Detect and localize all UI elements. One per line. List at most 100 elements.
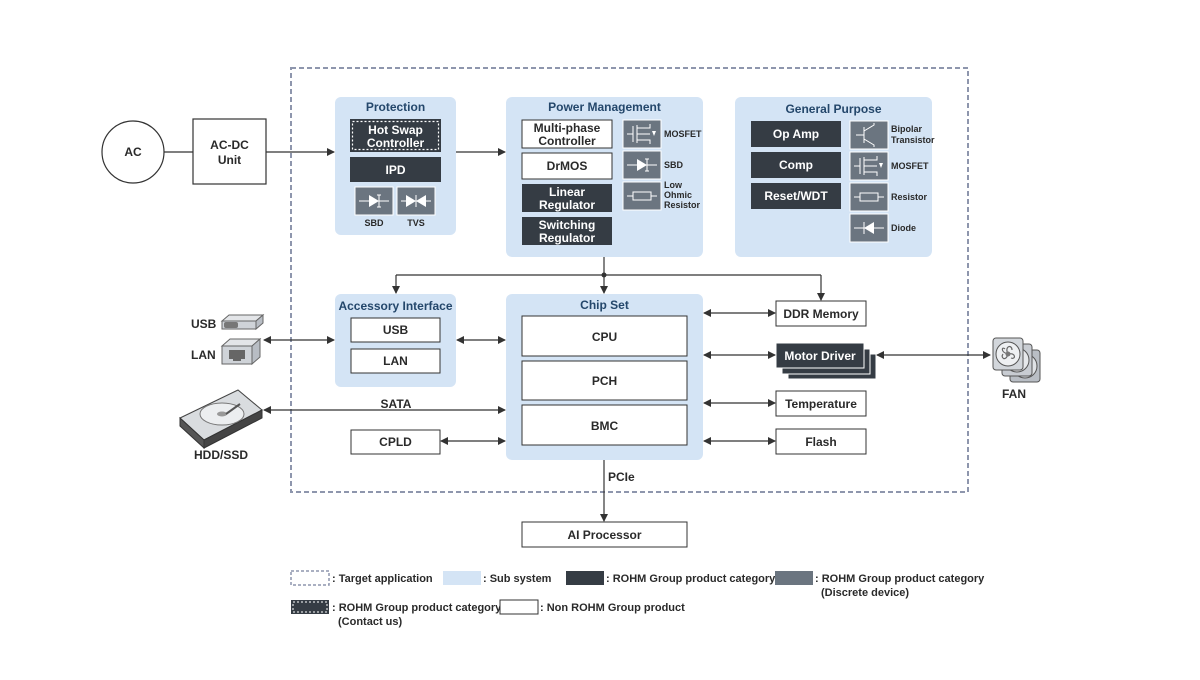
- reset-wdt-label: Reset/WDT: [764, 189, 828, 203]
- sbd-symbol-protection: [354, 186, 394, 216]
- low-ohmic-caption-line1: Low: [664, 180, 683, 190]
- legend-sub-swatch: [443, 571, 481, 585]
- mosfet-symbol-general: [849, 151, 889, 181]
- ai-processor-box: [521, 521, 688, 548]
- tvs-caption: TVS: [407, 218, 425, 228]
- acdc-label-line2: Unit: [218, 153, 241, 167]
- fan-label: FAN: [1002, 387, 1026, 401]
- ai-processor-label: AI Processor: [567, 528, 641, 542]
- op-amp-box: [751, 121, 841, 147]
- target-application-frame: [290, 67, 969, 493]
- external-lan-label: LAN: [191, 348, 216, 362]
- hot-swap-dotted-border: [351, 120, 440, 151]
- drmos-box: [521, 152, 613, 180]
- legend-rohm-text: : ROHM Group product category: [606, 573, 776, 585]
- low-ohmic-caption-line2: Ohmic: [664, 190, 692, 200]
- legend-discrete-swatch: [775, 571, 813, 585]
- motor-driver-box: [775, 342, 865, 369]
- usb-connector-icon: [220, 313, 265, 331]
- resistor-caption: Resistor: [891, 192, 928, 202]
- legend-target-swatch: [290, 570, 330, 586]
- cpu-label: CPU: [592, 330, 617, 344]
- legend-contact-swatch: [291, 600, 329, 614]
- protection-title: Protection: [366, 100, 425, 114]
- diode-caption: Diode: [891, 223, 916, 233]
- bipolar-caption-line1: Bipolar: [891, 124, 923, 134]
- legend-nonrohm-text: : Non ROHM Group product: [540, 602, 685, 614]
- power-management-title: Power Management: [548, 100, 661, 114]
- linear-line1: Linear: [549, 185, 585, 199]
- ddr-memory-label: DDR Memory: [783, 307, 859, 321]
- acdc-label-line1: AC-DC: [210, 138, 249, 152]
- switching-line2: Regulator: [539, 231, 595, 245]
- low-ohmic-caption-line3: Resistor: [664, 200, 701, 210]
- external-usb-label: USB: [191, 317, 217, 331]
- accessory-lan-box: [350, 348, 441, 374]
- cpld-box: [350, 429, 441, 455]
- accessory-usb-box: [350, 317, 441, 343]
- pch-box: [521, 360, 688, 401]
- bmc-label: BMC: [591, 419, 619, 433]
- hdd-ssd-label: HDD/SSD: [194, 448, 248, 462]
- cpu-box: [521, 315, 688, 357]
- low-ohmic-resistor-symbol: [622, 181, 662, 211]
- temperature-label: Temperature: [785, 397, 857, 411]
- accessory-lan-label: LAN: [383, 354, 408, 368]
- flash-box: [775, 428, 867, 455]
- power-bus-junction: [601, 272, 607, 278]
- legend: : Target application : Sub system : ROHM…: [290, 570, 985, 628]
- flash-label: Flash: [805, 435, 836, 449]
- legend-discrete-text-line2: (Discrete device): [821, 587, 909, 599]
- op-amp-label: Op Amp: [773, 127, 819, 141]
- diode-symbol: [849, 213, 889, 243]
- multiphase-controller-box: [521, 119, 613, 149]
- legend-rohm-swatch: [566, 571, 604, 585]
- sata-label: SATA: [381, 397, 412, 411]
- switching-line1: Switching: [539, 218, 596, 232]
- chip-set-title: Chip Set: [580, 298, 629, 312]
- multiphase-line1: Multi-phase: [534, 121, 601, 135]
- reset-wdt-box: [751, 183, 841, 209]
- switching-regulator-box: [522, 217, 612, 245]
- hot-swap-line2: Controller: [367, 136, 425, 150]
- legend-contact-text-line2: (Contact us): [338, 616, 403, 628]
- legend-target-text: : Target application: [332, 573, 433, 585]
- legend-discrete-text-line1: : ROHM Group product category: [815, 573, 985, 585]
- pch-label: PCH: [592, 374, 617, 388]
- ipd-label: IPD: [385, 163, 405, 177]
- bipolar-transistor-symbol: [849, 120, 889, 150]
- mosfet-caption-general: MOSFET: [891, 161, 929, 171]
- linear-line2: Regulator: [539, 198, 595, 212]
- legend-nonrohm-swatch: [499, 599, 539, 615]
- sbd-caption-power: SBD: [664, 160, 684, 170]
- ipd-box: [350, 157, 441, 182]
- mosfet-caption-power: MOSFET: [664, 129, 702, 139]
- ac-label: AC: [124, 145, 142, 159]
- lan-connector-icon: [220, 337, 262, 366]
- linear-regulator-box: [522, 184, 612, 212]
- bmc-box: [521, 404, 688, 446]
- cpld-label: CPLD: [379, 435, 412, 449]
- comp-label: Comp: [779, 158, 813, 172]
- legend-contact-text-line1: : ROHM Group product category: [332, 602, 502, 614]
- temperature-box: [775, 390, 867, 417]
- multiphase-line2: Controller: [538, 134, 596, 148]
- accessory-interface-title: Accessory Interface: [338, 299, 452, 313]
- fan-icon: [992, 337, 1041, 383]
- accessory-usb-label: USB: [383, 323, 409, 337]
- drmos-label: DrMOS: [547, 159, 588, 173]
- hot-swap-line1: Hot Swap: [368, 123, 423, 137]
- tvs-symbol: [396, 186, 436, 216]
- legend-contact-dots: [292, 601, 328, 613]
- bipolar-caption-line2: Transistor: [891, 135, 935, 145]
- sbd-caption-protection: SBD: [364, 218, 384, 228]
- general-purpose-title: General Purpose: [785, 102, 881, 116]
- mosfet-symbol-power: [622, 119, 662, 149]
- sbd-symbol-power: [622, 150, 662, 180]
- legend-sub-text: : Sub system: [483, 573, 552, 585]
- hdd-ssd-icon: [179, 389, 263, 450]
- pcie-label: PCIe: [608, 470, 635, 484]
- comp-box: [751, 152, 841, 178]
- motor-driver-label: Motor Driver: [784, 349, 856, 363]
